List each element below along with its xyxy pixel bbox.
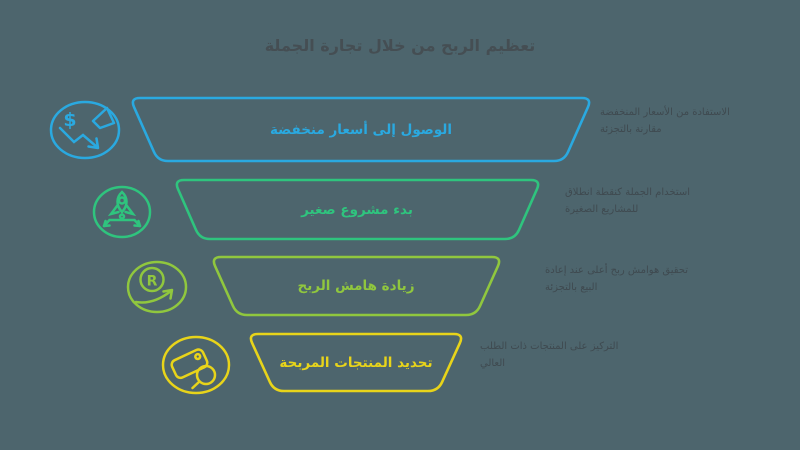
profit-margin-icon: R (126, 260, 188, 314)
tag-search-icon (161, 335, 231, 395)
step-description-4: التركيز على المنتجات ذات الطلب العالي (480, 341, 619, 369)
rocket-launch-icon (92, 185, 152, 239)
step-description-1: الاستفادة من الأسعار المنخفضة مقارنة بال… (600, 107, 730, 135)
step-label-2: بدء مشروع صغير (301, 202, 413, 218)
step-description-3: تحقيق هوامش ربح أعلى عند إعادة البيع بال… (545, 265, 689, 293)
funnel-segment-1 (131, 96, 591, 163)
svg-text:R: R (147, 274, 158, 290)
step-label-1: الوصول إلى أسعار منخفضة (269, 122, 453, 138)
svg-text:$: $ (63, 109, 76, 131)
price-drop-icon: $ (49, 100, 121, 160)
funnel-segment-2 (175, 178, 540, 241)
step-description-2: استخدام الجملة كنقطة انطلاق للمشاريع الص… (565, 187, 691, 215)
funnel-segment-4 (249, 332, 463, 393)
step-label-3: زيادة هامش الربح (297, 278, 415, 294)
page-title: تعظيم الربح من خلال تجارة الجملة (264, 36, 536, 55)
funnel-segment-3 (212, 255, 501, 317)
step-label-4: تحديد المنتجات المربحة (279, 355, 433, 371)
